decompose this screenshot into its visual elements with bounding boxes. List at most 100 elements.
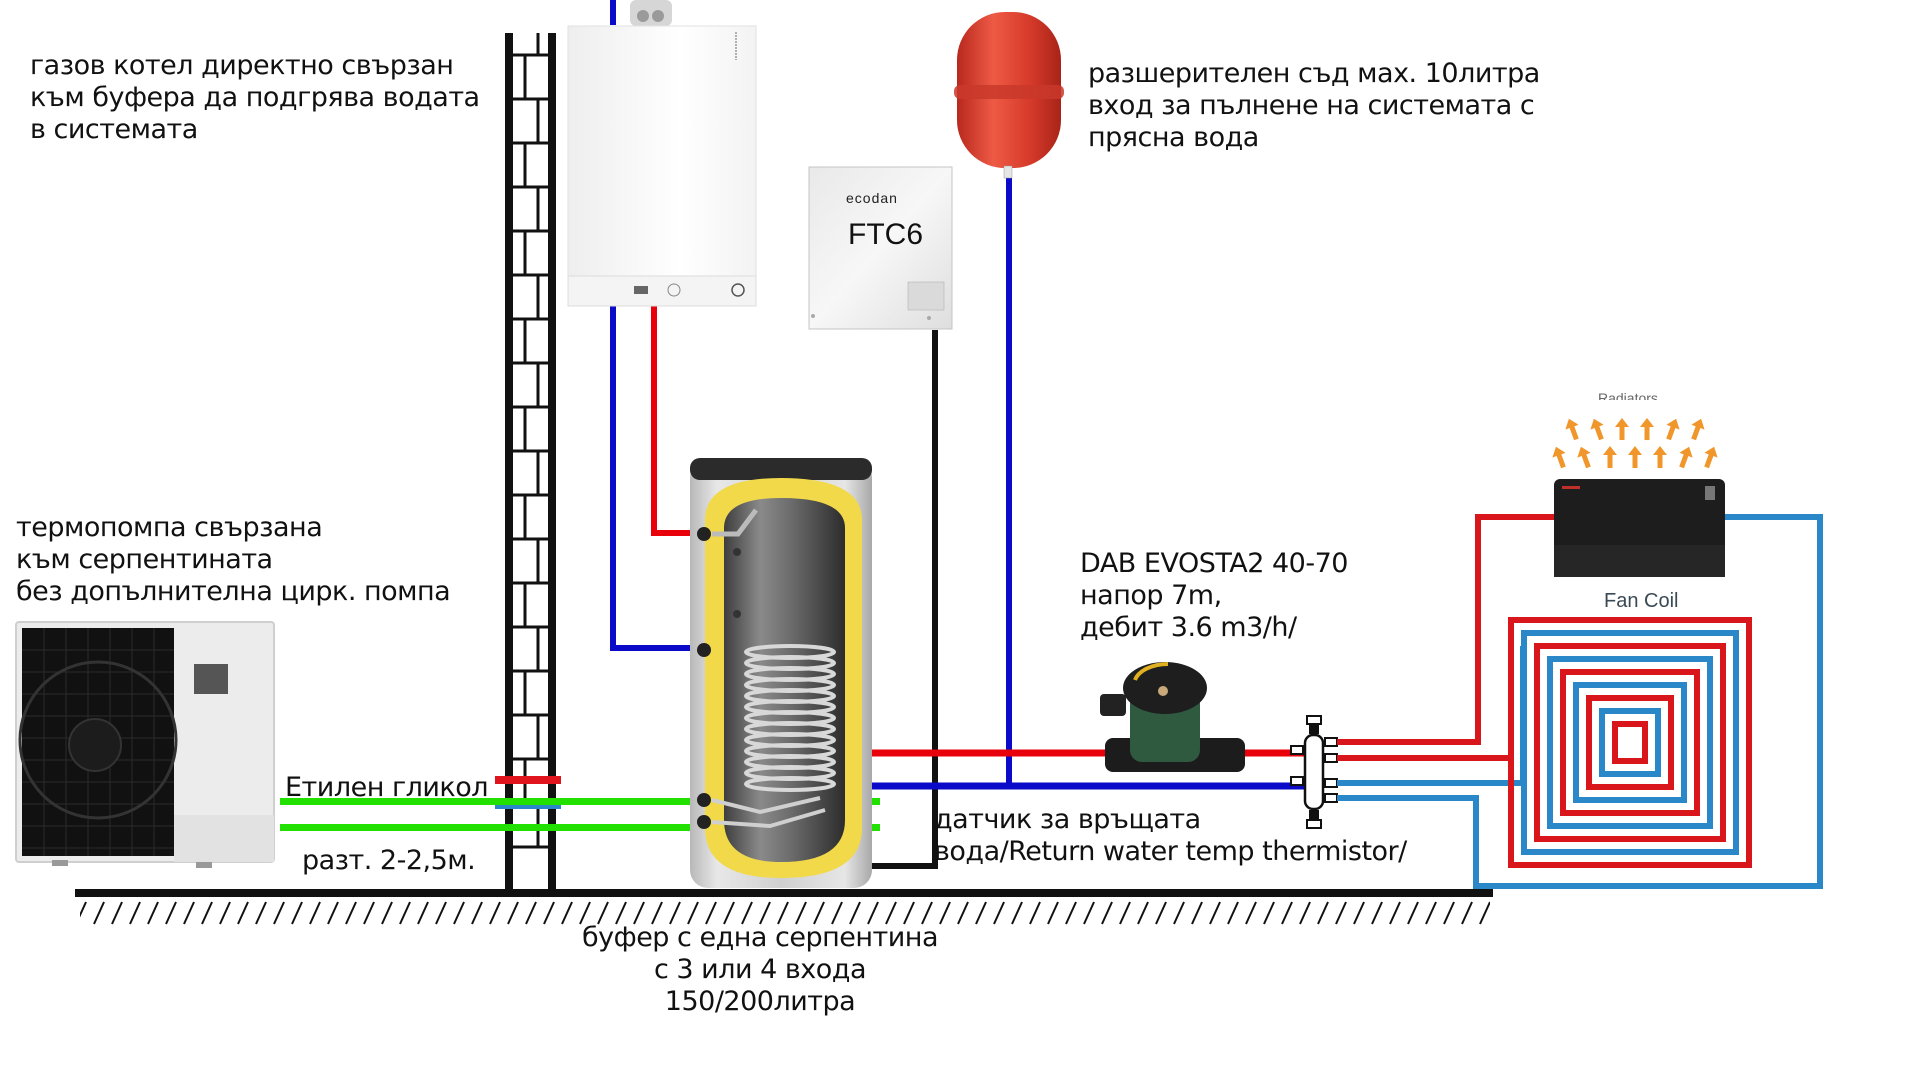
gas-boiler-label-line: към буфера да подгрява водата — [30, 82, 480, 113]
wall-penetration-hot — [495, 776, 561, 784]
coil-lead — [711, 808, 826, 829]
expansion-vessel-label-line: вход за пълнене на системата с — [1088, 90, 1535, 121]
floor-return-pipe — [1337, 646, 1526, 786]
expansion-vessel-label: разшерителен съд мах. 10литра вход за пъ… — [1088, 58, 1540, 154]
heat-pump-label: термопомпа свързана към серпентината без… — [16, 512, 451, 608]
boiler-display — [634, 286, 648, 294]
heat-arrow-shape — [1603, 446, 1617, 468]
heat-arrow-shape — [1615, 418, 1629, 440]
buffer-label-line: с 3 или 4 входа — [653, 954, 867, 985]
tank-port-hot — [697, 527, 711, 541]
manifold — [1290, 715, 1338, 829]
pump-label-line: дебит 3.6 m3/h/ — [1080, 612, 1297, 643]
vessel-valve — [1003, 165, 1013, 179]
floor-supply-pipe — [1337, 628, 1514, 761]
fancoil-return-pipe — [1337, 514, 1823, 889]
heat-arrow-shape — [1653, 446, 1667, 468]
heat-arrow-shape — [1565, 418, 1579, 441]
heat-arrow-shape — [1666, 418, 1680, 441]
pump-label-line: DAB EVOSTA2 40-70 — [1080, 548, 1348, 579]
ftc6-brand: ecodan — [846, 190, 898, 206]
boiler-pressure-gauge — [731, 283, 745, 297]
buffer-tank — [690, 458, 872, 888]
expansion-vessel — [954, 12, 1064, 179]
thermistor-label: датчик за връщата вода/Return water temp… — [934, 804, 1407, 868]
floor-loop — [1586, 695, 1674, 790]
thermistor-wire — [868, 330, 938, 869]
fan-coil-label: Fan Coil — [1604, 590, 1679, 612]
floor-loop — [1521, 630, 1739, 855]
heat-arrow-shape — [1704, 446, 1718, 469]
expansion-vessel-label-line: прясна вода — [1088, 122, 1259, 153]
floor-loop — [1612, 721, 1648, 764]
fan-coil — [1554, 479, 1725, 577]
floor-loop — [1547, 656, 1713, 829]
heat-arrow — [1577, 446, 1591, 469]
heat-arrow — [1565, 418, 1579, 441]
heat-arrow — [1628, 446, 1642, 468]
gas-boiler-label-line: в системата — [30, 114, 198, 145]
heat-arrow-shape — [1640, 418, 1654, 440]
manifold-body — [1303, 733, 1325, 811]
heat-pump-label-line: без допълнителна цирк. помпа — [16, 576, 451, 607]
heat-arrow — [1653, 446, 1667, 468]
heat-pump-label-line: към серпентината — [16, 544, 273, 575]
heat-pump-badge — [194, 664, 228, 694]
thermistor-label-line: вода/Return water temp thermistor/ — [934, 836, 1407, 867]
pump-label-line: напор 7m, — [1080, 580, 1222, 611]
buffer-label-line: 150/200литра — [664, 986, 856, 1017]
tank-port-glycol-out — [697, 815, 711, 829]
distance-label: разт. 2-2,5м. — [302, 845, 476, 876]
heat-arrows — [1552, 418, 1718, 469]
underfloor-heating — [1508, 617, 1752, 868]
ground-hatch — [80, 897, 1490, 925]
heat-arrow — [1679, 446, 1693, 469]
heat-arrow-shape — [1691, 418, 1705, 441]
wall-left-edge — [505, 33, 513, 891]
heat-arrow-shape — [1628, 446, 1642, 468]
heat-pump — [15, 621, 275, 868]
heat-pump-fan — [18, 660, 178, 820]
circulation-pump — [1100, 662, 1245, 772]
heat-arrow — [1603, 446, 1617, 468]
pump-connector — [1100, 694, 1126, 716]
pump-label: DAB EVOSTA2 40-70 напор 7m, дебит 3.6 m3… — [1080, 548, 1348, 644]
gas-boiler-label-line: газов котел директно свързан — [30, 50, 454, 81]
tank-lid — [690, 458, 872, 480]
expansion-vessel-label-line: разшерителен съд мах. 10литра — [1088, 58, 1540, 89]
ground — [75, 889, 1493, 925]
boiler-control-panel — [567, 275, 757, 307]
heat-arrow — [1666, 418, 1680, 441]
heat-arrow — [1640, 418, 1654, 440]
boiler-body — [567, 25, 757, 277]
fancoil-supply-pipe — [1337, 514, 1555, 745]
ftc6-controller — [808, 166, 953, 330]
buffer-label: буфер с една серпентина с 3 или 4 входа … — [560, 922, 960, 1018]
heat-arrow — [1552, 446, 1566, 469]
vessel-seam — [954, 85, 1064, 99]
pump-center-screw — [1158, 686, 1168, 696]
heat-arrow — [1615, 418, 1629, 440]
floor-loop — [1560, 669, 1700, 816]
heat-arrow — [1590, 418, 1604, 441]
heat-arrow-shape — [1590, 418, 1604, 441]
wall-right-edge — [548, 33, 556, 891]
gas-boiler-label: газов котел директно свързан към буфера … — [30, 50, 480, 146]
floor-loop — [1599, 708, 1661, 777]
ftc6-label: FTC6 — [848, 218, 923, 251]
coil-turn — [744, 776, 836, 792]
floor-loop — [1508, 617, 1752, 868]
glycol-label: Етилен гликол — [285, 772, 489, 803]
thermistor-label-line: датчик за връщата — [934, 804, 1201, 835]
heat-arrow — [1704, 446, 1718, 469]
heat-arrow-shape — [1679, 446, 1693, 469]
heat-pump-label-line: термопомпа свързана — [16, 512, 323, 543]
buffer-label-line: буфер с една серпентина — [581, 922, 939, 953]
wall-penetration-cold — [495, 805, 561, 809]
boiler-knob — [667, 283, 681, 297]
wall — [505, 33, 556, 891]
tank-port-cold — [697, 643, 711, 657]
floor-loop — [1573, 682, 1687, 803]
heat-arrow-shape — [1552, 446, 1566, 469]
